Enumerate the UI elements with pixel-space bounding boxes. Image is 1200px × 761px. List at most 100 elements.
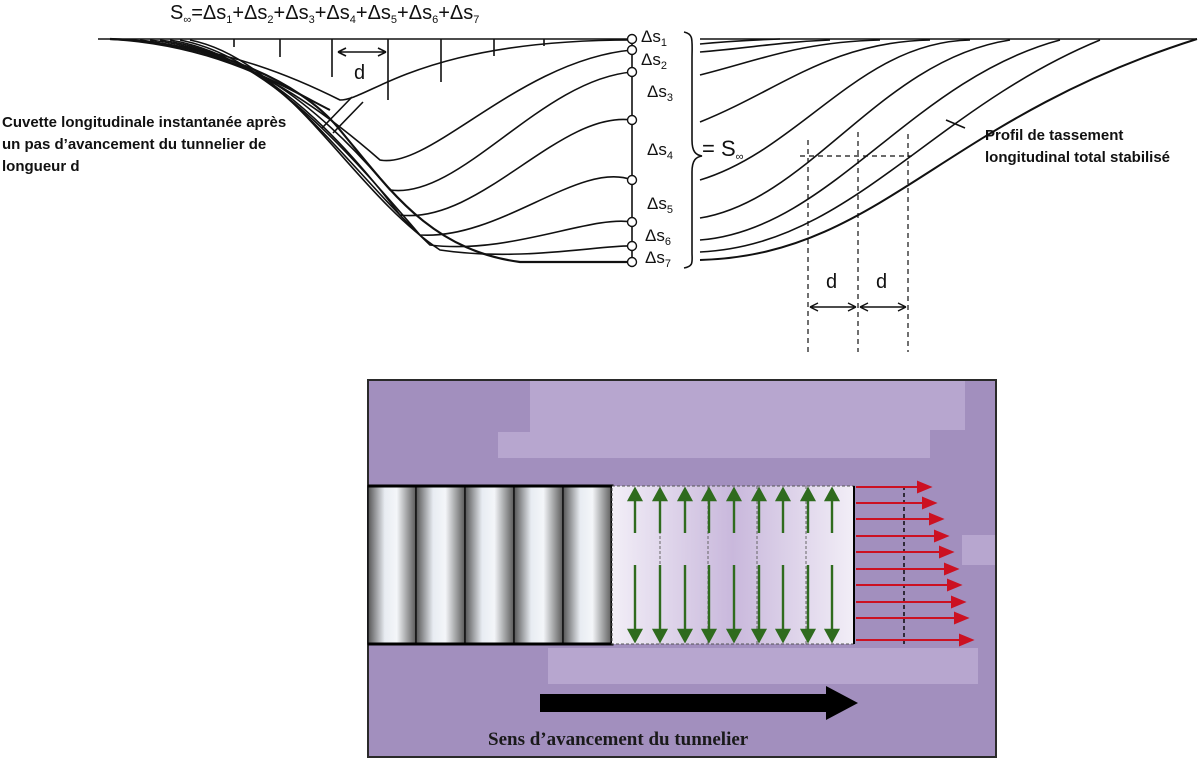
tunnel-lining-ring [415,485,466,645]
formula-plus: + [397,2,409,24]
tunnel-lining-ring [562,485,613,645]
pressure-arrow [856,545,955,559]
axis-node [626,240,638,252]
right-curve-8 [699,39,1101,253]
formula-term-1: Δs [202,2,227,24]
total-profile-annotation: Profil de tassement longitudinal total s… [985,127,1171,166]
increment-sym: Δs [645,248,665,267]
d-dimensions-right [809,302,907,312]
support-arrow-pair [725,486,743,644]
increment-sub: 4 [666,150,673,162]
d-label-right-1: d [826,271,838,293]
increment-sym: Δs [641,27,661,46]
axis-node [626,33,638,45]
brace-total-prefix: = S [702,136,736,161]
support-arrow-pair [799,486,817,644]
construction-lines [800,132,912,352]
pressure-arrow [856,496,938,510]
total-trough-left [109,37,632,264]
formula-term-2-sub: 2 [267,14,274,26]
instant-curve-3 [149,39,633,192]
formula-equals: = [191,2,203,24]
right-curve-1 [699,38,781,45]
increment-sym: Δs [647,140,667,159]
right-curve-5 [699,39,971,181]
instant-curve-4 [159,39,633,217]
formula-lhs-sub: ∞ [183,14,192,26]
tunnel-lining-ring [464,485,515,645]
axis-node [626,216,638,228]
increment-label-6: Δs6 [645,226,671,248]
increment-label-5: Δs5 [647,194,673,216]
ground-light-zone [498,380,965,458]
pressure-arrow [856,578,963,592]
increment-sub: 2 [660,60,667,72]
face-pressure-arrows [853,480,975,647]
total-brace [683,31,703,269]
support-arrow-pair [651,486,669,644]
formula-term-6-sub: 6 [432,14,439,26]
brace-total-label: = S∞ [702,136,743,163]
right-curve-3 [699,39,881,76]
instant-curve-1 [129,39,633,101]
formula-term-5-sub: 5 [390,14,398,26]
formula-plus: + [273,2,286,24]
formula-term-3: Δs [285,2,309,24]
pressure-arrow [856,529,950,543]
formula-term-5: Δs [367,2,391,24]
pressure-arrow [856,611,970,625]
formula-term-2: Δs [244,2,268,24]
advance-direction-arrow [540,686,858,720]
increment-label-2: Δs2 [641,50,667,72]
settlement-formula: S∞=Δs1+Δs2+Δs3+Δs4+Δs5+Δs6+Δs7 [170,2,479,26]
formula-plus: + [438,2,450,24]
axis-node [626,174,638,186]
increment-sub: 5 [666,204,673,216]
d-label-trough: d [354,62,366,84]
support-arrow-pair [750,486,768,644]
increment-sym: Δs [647,82,667,101]
tunnel-lining-ring [513,485,564,645]
formula-term-1-sub: 1 [226,14,233,26]
tunnel-schematic [367,379,997,758]
increment-label-4: Δs4 [647,140,673,162]
right-annot-leader [945,119,966,129]
axis-node [626,44,638,56]
formula-lhs: S [170,2,184,24]
pressure-arrow [856,512,945,526]
increment-sym: Δs [645,226,665,245]
formula-term-4-sub: 4 [349,14,356,26]
increment-sub: 1 [660,37,667,49]
support-arrow-pair [676,486,694,644]
instant-trough-annotation: Cuvette longitudinale instantanée après … [2,114,287,175]
formula-term-7: Δs [449,2,474,24]
pressure-arrow [856,480,933,494]
d-label-right-2: d [876,271,888,293]
right-curve-4 [699,39,931,123]
support-arrow-pair [700,486,718,644]
formula-plus: + [314,2,327,24]
hatch-ticks [233,39,545,100]
increment-sub: 6 [664,236,671,248]
pressure-arrow [856,633,975,647]
d-dimension-top [337,47,387,57]
increment-label-3: Δs3 [647,82,673,104]
break-mark [321,96,364,134]
axis-node [626,66,638,78]
right-curve-6 [699,39,1011,219]
ground-light-strip [548,648,978,684]
formula-term-6: Δs [408,2,433,24]
axis-node [626,114,638,126]
pressure-arrow [856,595,967,609]
formula-plus: + [355,2,368,24]
increment-label-7: Δs7 [645,248,671,270]
right-curve-2 [699,39,831,53]
advance-direction-caption: Sens d’avancement du tunnelier [488,729,749,750]
increment-sym: Δs [647,194,667,213]
support-arrow-pair [823,486,841,644]
formula-plus: + [232,2,245,24]
right-total-curve [699,38,1198,261]
increment-sub: 7 [664,258,671,270]
brace-total-sub: ∞ [735,151,744,163]
